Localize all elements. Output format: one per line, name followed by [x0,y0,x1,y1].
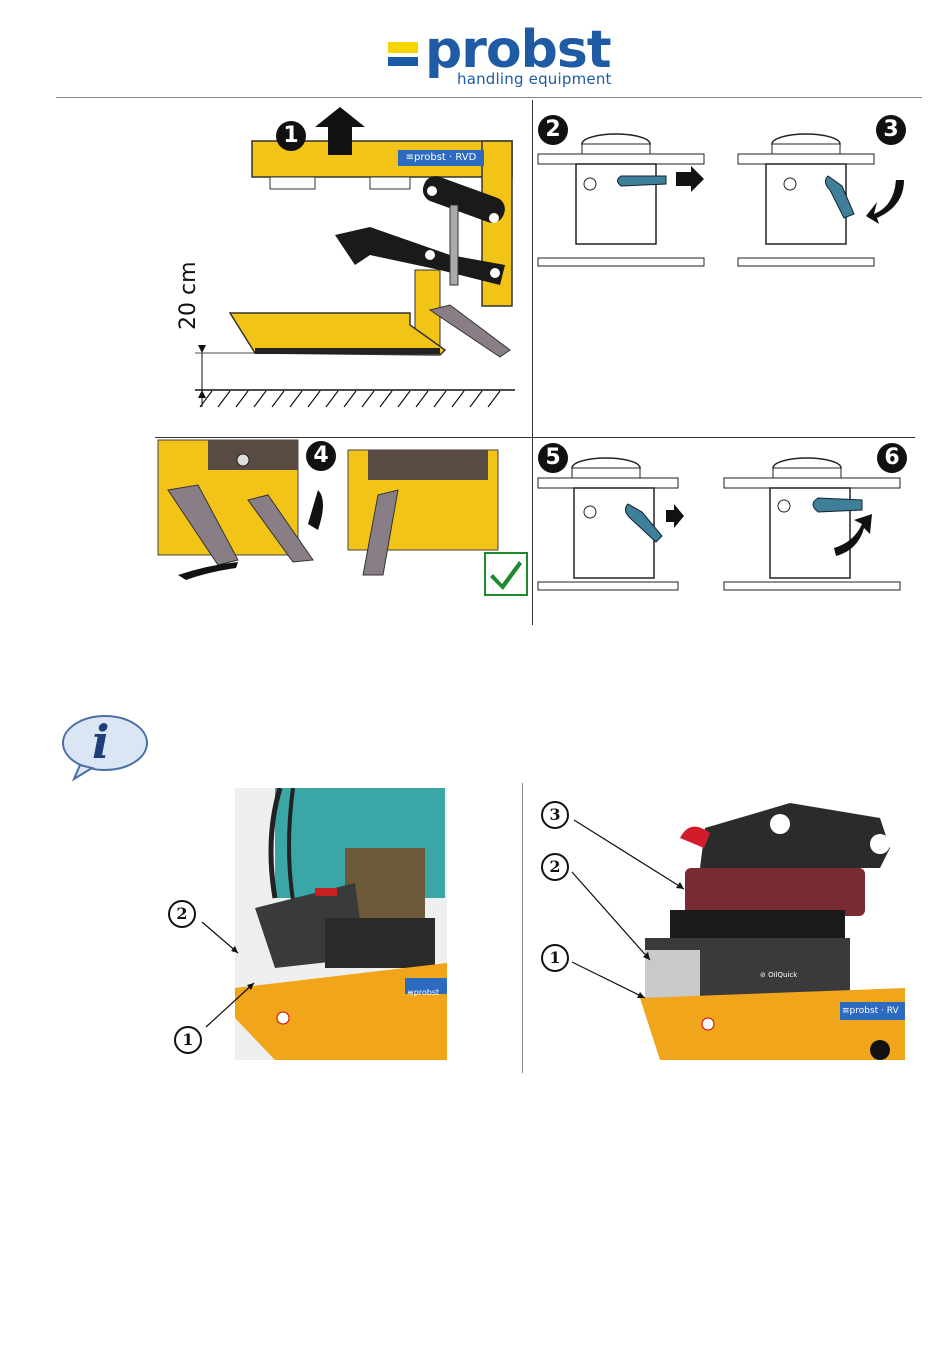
right-callout-2: 2 [541,853,569,881]
info-letter: i [92,715,109,769]
right-photo-illustration [640,798,905,1060]
step-1-badge: 1 [276,121,306,151]
logo-subtitle: handling equipment [457,70,612,88]
right-photo-brand: ≡probst · RV [842,1004,905,1018]
pin-lock-illustration [722,440,902,595]
figure-grid-vertical [532,100,533,625]
device-plate: ≡probst · RVD [398,150,484,166]
info-bubble: i [60,713,150,781]
right-photo: ≡probst · RV ⊘ OilQuick [640,798,905,1060]
left-photo-illustration [235,788,447,1060]
left-callout-1: 1 [174,1026,202,1054]
left-photo-brand: ≡probst [407,986,447,1000]
check-icon [486,554,526,594]
left-photo: ≡probst [235,788,447,1060]
leg-fold-illustration [158,440,528,595]
right-callout-1: 1 [541,944,569,972]
left-callout-2: 2 [168,900,196,928]
photo-divider [522,783,523,1073]
step-2-badge: 2 [538,115,568,145]
step-4-badge: 4 [306,441,336,471]
dimension-label: 20 cm [176,261,201,330]
step-5-badge: 5 [538,443,568,473]
step4-panel [158,440,528,595]
correct-checkmark [484,552,528,596]
quick-coupler-label: ⊘ OilQuick [760,970,810,980]
logo-yellow-bar [388,42,418,53]
step-6-badge: 6 [877,443,907,473]
step6-panel [722,440,902,595]
figure-grid-horizontal [155,437,915,438]
right-callout-3: 3 [541,801,569,829]
logo-blue-bar [388,57,418,66]
header-divider [56,97,922,98]
step-3-badge: 3 [876,115,906,145]
